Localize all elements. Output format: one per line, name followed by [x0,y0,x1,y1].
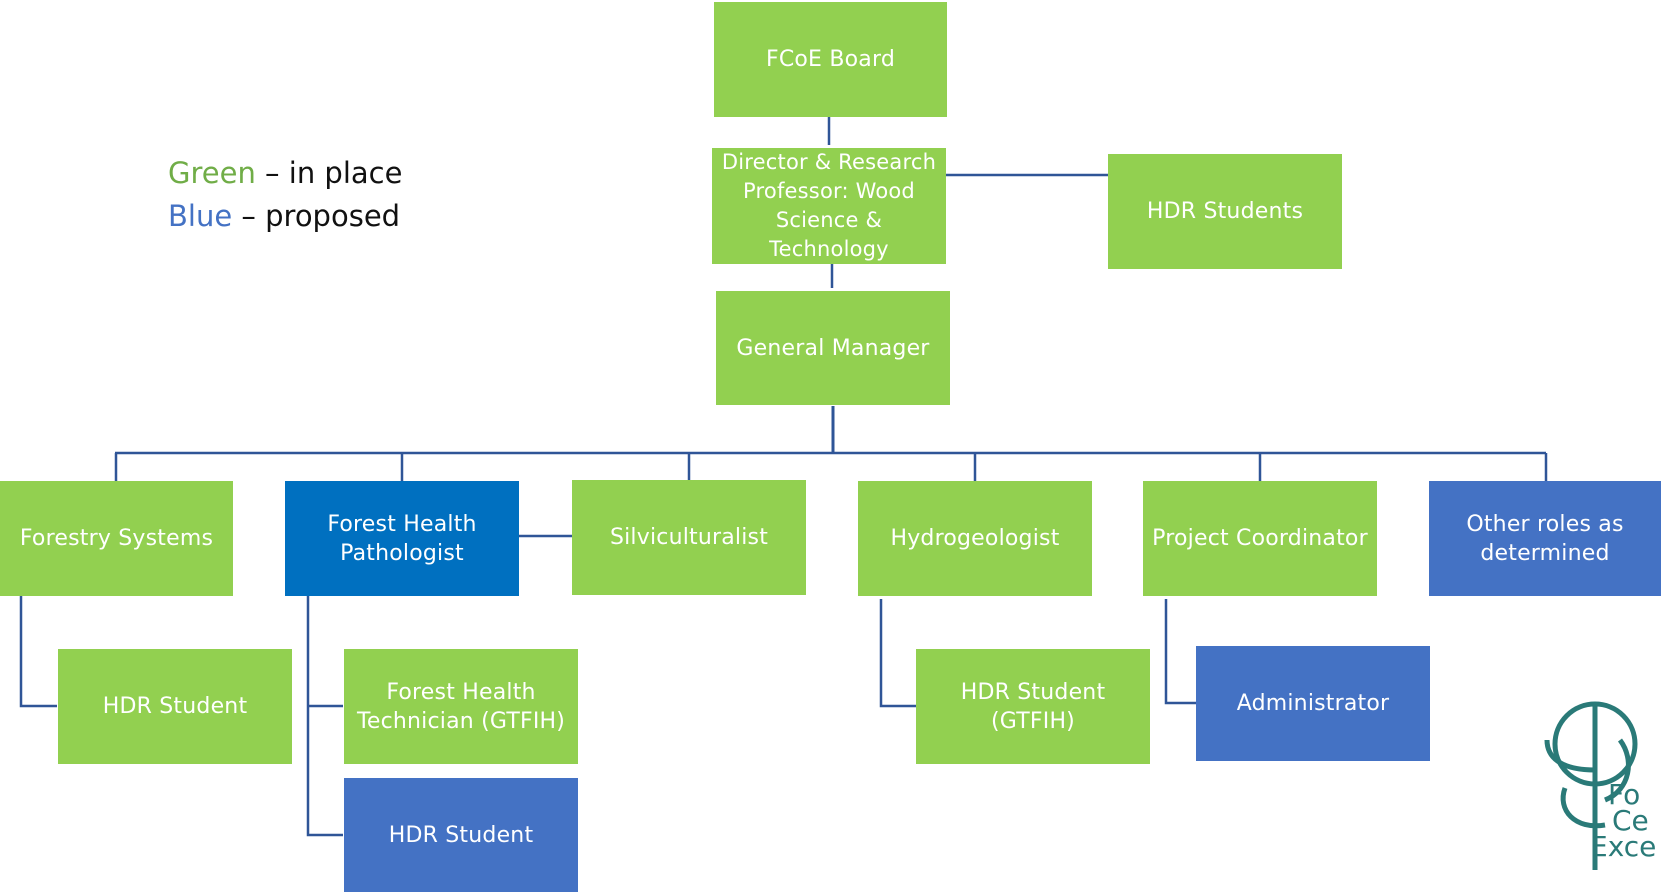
node-administrator: Administrator [1196,646,1430,761]
node-director: Director & Research Professor: Wood Scie… [712,148,946,264]
node-general-manager: General Manager [716,291,950,405]
node-board: FCoE Board [714,2,947,117]
tree-logo-icon [1544,701,1638,870]
legend-blue-word: Blue [168,199,233,233]
legend-green-word: Green [168,156,256,190]
node-forest-health-technician: Forest Health Technician (GTFIH) [344,649,578,764]
logo-line-2: Ce [1612,804,1649,837]
node-forestry-systems: Forestry Systems [0,481,233,596]
node-silviculturalist: Silviculturalist [572,480,806,595]
logo-line-3: Exce [1590,830,1657,863]
node-hdr-student-pathologist: HDR Student [344,778,578,892]
node-hdr-student-forestry: HDR Student [58,649,292,764]
node-hdr-student-hydro: HDR Student (GTFIH) [916,649,1150,764]
legend: Green – in place Blue – proposed [168,152,402,238]
connector-forestry-hdr [19,595,57,708]
connector-hydro-hdr [879,599,916,708]
legend-green: Green – in place [168,152,402,195]
node-forest-health-pathologist: Forest Health Pathologist [285,481,519,596]
node-project-coordinator: Project Coordinator [1143,481,1377,596]
logo-line-1: Fo [1608,778,1641,811]
connector-coord-admin [1164,599,1196,705]
legend-green-text: – in place [255,156,403,190]
connector-path-children [306,595,343,837]
legend-blue-text: – proposed [232,199,401,233]
node-hdr-students: HDR Students [1108,154,1342,269]
logo-wordmark: Fo Ce Exce [1590,778,1656,861]
legend-blue: Blue – proposed [168,195,402,238]
node-hydrogeologist: Hydrogeologist [858,481,1092,596]
node-other-roles: Other roles as determined [1429,481,1661,596]
